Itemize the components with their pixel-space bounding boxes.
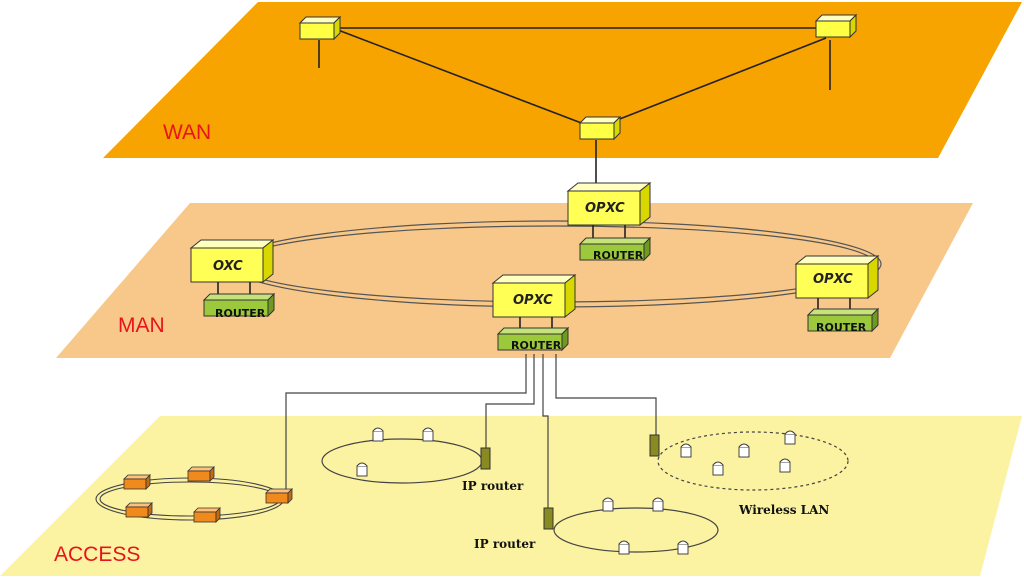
wan-label: WAN (163, 121, 211, 144)
access-plane (0, 416, 1022, 576)
man-label: MAN (118, 314, 165, 337)
wan-link-left (337, 29, 585, 125)
orange-node-1 (123, 474, 151, 490)
wan-node-center (579, 116, 621, 140)
lan2-host-1 (602, 497, 614, 512)
opxc-label-center: OPXC (513, 293, 553, 308)
ip-router-label-1: IP router (462, 479, 524, 493)
uplink-orange-ring (285, 354, 527, 496)
orange-node-2 (187, 466, 215, 482)
router-label-center: ROUTER (511, 339, 562, 352)
ip-router-device-2 (543, 507, 554, 530)
oxc-label: OXC (213, 259, 243, 274)
router-label-top: ROUTER (593, 249, 644, 262)
ip-router-device-1 (480, 447, 491, 470)
orange-node-3 (265, 488, 293, 504)
man-node-center-opxc: OPXC ROUTER (492, 274, 576, 352)
lan2-host-3 (618, 540, 630, 555)
wireless-lan-label: Wireless LAN (738, 503, 829, 517)
router-label-left: ROUTER (215, 307, 266, 320)
man-node-top-opxc: OPXC ROUTER (567, 182, 651, 262)
wlan-router-device (649, 434, 660, 457)
access-label: ACCESS (54, 543, 140, 566)
man-node-left-oxc: OXC ROUTER (190, 239, 275, 320)
orange-node-5 (125, 502, 153, 518)
wlan-host-3 (784, 430, 796, 445)
wlan-host-1 (680, 443, 692, 458)
wireless-lan-ring (657, 431, 849, 491)
lan2-host-4 (677, 540, 689, 555)
lan1-host-3 (356, 462, 368, 477)
wan-link-right (611, 37, 827, 123)
uplink-ip-router-1 (485, 354, 535, 449)
uplink-ip-router-2 (542, 354, 549, 510)
orange-node-4 (193, 507, 221, 523)
wan-node-left (299, 16, 341, 40)
lan2-host-2 (652, 497, 664, 512)
opxc-label-right: OPXC (813, 272, 853, 287)
man-node-right-opxc: OPXC ROUTER (795, 255, 879, 334)
lan1-host-1 (372, 427, 384, 442)
wlan-host-5 (779, 458, 791, 473)
uplink-wireless (555, 354, 657, 437)
ip-router-label-2: IP router (474, 537, 536, 551)
wlan-host-2 (738, 443, 750, 458)
wan-node-right (815, 14, 857, 38)
lan-ring-2 (553, 507, 719, 553)
wlan-host-4 (712, 461, 724, 476)
wan-plane (103, 2, 1022, 158)
router-label-right: ROUTER (816, 321, 867, 334)
opxc-label-top: OPXC (585, 201, 625, 216)
lan1-host-2 (422, 427, 434, 442)
